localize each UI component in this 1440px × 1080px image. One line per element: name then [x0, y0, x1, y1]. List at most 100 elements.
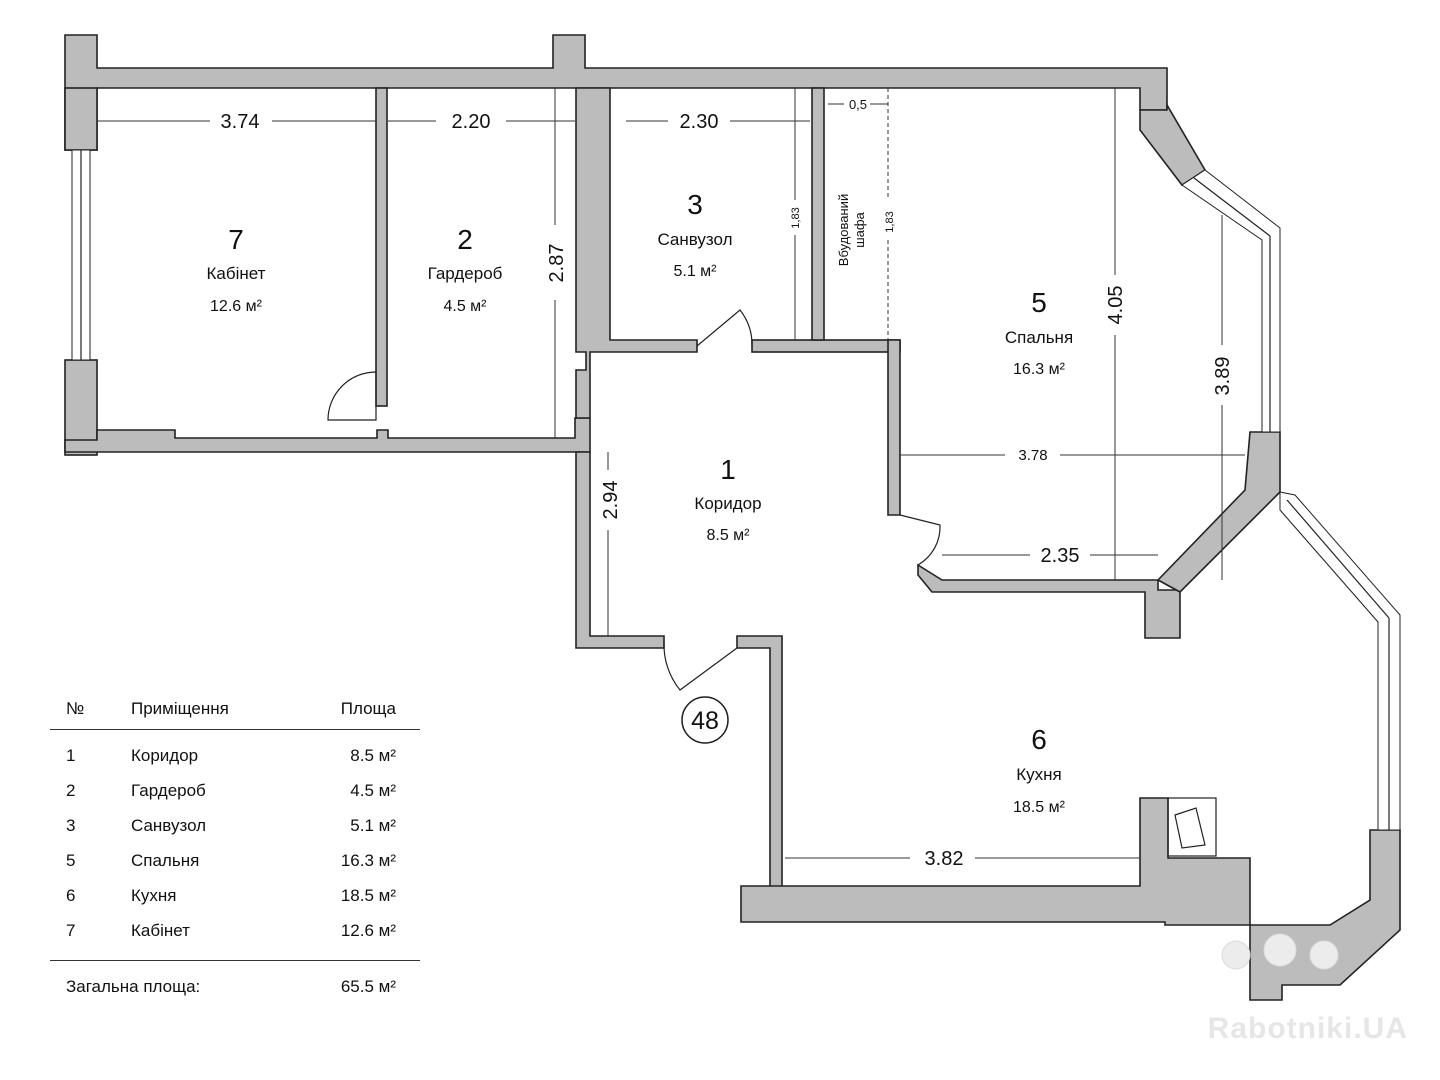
legend-row: 7 Кабінет 12.6 м² — [50, 917, 420, 952]
legend-header-room: Приміщення — [131, 699, 229, 718]
room-area: 12.6 м² — [210, 298, 263, 315]
dim-closet-depth: 0,5 — [849, 97, 867, 112]
legend-cell-num: 5 — [66, 851, 76, 870]
door-bedroom — [899, 514, 941, 566]
legend-row: 6 Кухня 18.5 м² — [50, 882, 420, 917]
legend-cell-num: 3 — [66, 816, 76, 835]
room-name: Коридор — [694, 494, 761, 513]
dim-bedroom-height: 4.05 — [1105, 286, 1127, 325]
apartment-number-badge: 48 — [681, 696, 729, 744]
ventilation-shaft — [1167, 797, 1217, 857]
walls — [64, 34, 1401, 1001]
legend-total-label: Загальна площа: — [66, 977, 201, 996]
legend-cell-room: Спальня — [131, 851, 200, 870]
legend-cell-num: 6 — [66, 886, 76, 905]
area-legend-table: № Приміщення Площа 1 Коридор 8.5 м² 2 Га… — [50, 695, 420, 1001]
room-name: Спальня — [1005, 328, 1073, 347]
legend-row: 2 Гардероб 4.5 м² — [50, 777, 420, 812]
room-label-sanvuzol: 3 Санвузол 5.1 м² — [657, 189, 732, 280]
wall-bay-upper — [1139, 102, 1207, 187]
legend-cell-room: Кабінет — [131, 921, 190, 940]
dim-sanvuzol-width: 2.30 — [680, 111, 719, 133]
room-name: Гардероб — [428, 264, 503, 283]
wall-partition-3-closet — [811, 87, 825, 341]
wall-corridor-left — [575, 451, 665, 649]
legend-total-value: 65.5 м² — [340, 977, 396, 996]
legend-row: 1 Коридор 8.5 м² — [50, 742, 420, 777]
watermark-worker-icons — [1221, 933, 1339, 970]
door-entrance — [663, 641, 738, 691]
room-area: 5.1 м² — [673, 263, 717, 280]
worker-icon — [1221, 940, 1251, 970]
worker-icon — [1263, 933, 1297, 967]
legend-header-row: № Приміщення Площа — [50, 695, 420, 730]
closet-label-line2: шафа — [852, 211, 867, 247]
door-sanvuzol — [696, 309, 753, 347]
legend-header-area: Площа — [340, 699, 396, 718]
room-name: Кабінет — [207, 264, 266, 283]
legend-row: 5 Спальня 16.3 м² — [50, 847, 420, 882]
dim-bay-length: 3.89 — [1212, 357, 1234, 396]
wall-kitchen-right — [1249, 829, 1401, 1001]
room-label-korydor: 1 Коридор 8.5 м² — [694, 454, 761, 544]
windows — [71, 149, 1401, 831]
legend-total-row: Загальна площа: 65.5 м² — [50, 960, 420, 1001]
room-area: 18.5 м² — [1013, 799, 1066, 816]
room-label-spalnia: 5 Спальня 16.3 м² — [1005, 287, 1073, 378]
wall-bedroom-bottom — [917, 563, 1181, 639]
dim-kitchen-width: 3.82 — [925, 848, 964, 870]
room-label-kukhnia: 6 Кухня 18.5 м² — [1013, 724, 1066, 816]
legend-cell-area: 8.5 м² — [350, 746, 396, 765]
room-number: 3 — [687, 189, 703, 220]
legend-cell-num: 1 — [66, 746, 76, 765]
dim-kabinet-width: 3.74 — [221, 111, 260, 133]
legend-cell-num: 2 — [66, 781, 76, 800]
wall-kitchen-bottom — [740, 797, 1251, 926]
wall-bay-pier — [1156, 431, 1281, 593]
wall-left-upper-pier — [64, 87, 98, 151]
doors — [327, 309, 1217, 857]
room-number: 1 — [720, 454, 736, 485]
dim-bedroom-lower-width: 2.35 — [1041, 545, 1080, 567]
legend-cell-room: Кухня — [131, 886, 177, 905]
closet-label-line1: Вбудований — [836, 194, 851, 266]
legend-cell-area: 4.5 м² — [350, 781, 396, 800]
room-name: Кухня — [1016, 765, 1062, 784]
legend-cell-area: 18.5 м² — [340, 886, 396, 905]
dim-closet-height: 1,83 — [884, 211, 896, 232]
legend-row: 3 Санвузол 5.1 м² — [50, 812, 420, 847]
dim-corridor-height: 2.94 — [600, 481, 622, 520]
dim-garderob-height: 2.87 — [546, 244, 568, 283]
legend-cell-room: Коридор — [131, 746, 199, 765]
room-number: 6 — [1031, 724, 1047, 755]
room-number: 2 — [457, 224, 473, 255]
door-kabinet — [327, 371, 377, 421]
window-bay-upper — [1181, 169, 1281, 433]
closet-label: Вбудований шафа — [836, 194, 867, 266]
wall-kitchen-left — [736, 635, 783, 889]
legend-cell-room: Санвузол — [131, 816, 207, 835]
dim-garderob-width: 2.20 — [452, 111, 491, 133]
legend-header-num: № — [66, 699, 85, 718]
room-label-garderob: 2 Гардероб 4.5 м² — [428, 224, 503, 315]
wall-sanvuzol-bottom — [751, 339, 901, 353]
room-label-kabinet: 7 Кабінет 12.6 м² — [207, 224, 266, 315]
wall-partition-7-2 — [375, 87, 388, 407]
legend-cell-area: 12.6 м² — [340, 921, 396, 940]
watermark-text: Rabotniki.UA — [1207, 1012, 1408, 1045]
worker-icon — [1309, 940, 1339, 970]
wall-kabinet-bottom — [64, 417, 591, 453]
wall-partition-2-3 — [575, 87, 698, 419]
room-number: 7 — [228, 224, 244, 255]
dim-bedroom-width: 3.78 — [1018, 447, 1047, 464]
legend-cell-room: Гардероб — [131, 781, 206, 800]
window-kitchen — [1279, 491, 1401, 831]
room-area: 8.5 м² — [706, 527, 750, 544]
room-area: 4.5 м² — [443, 298, 487, 315]
legend-cell-area: 5.1 м² — [350, 816, 396, 835]
room-name: Санвузол — [657, 230, 732, 249]
apartment-number: 48 — [691, 707, 719, 735]
room-area: 16.3 м² — [1013, 361, 1066, 378]
legend-cell-area: 16.3 м² — [340, 851, 396, 870]
dimension-lines — [98, 88, 1245, 859]
